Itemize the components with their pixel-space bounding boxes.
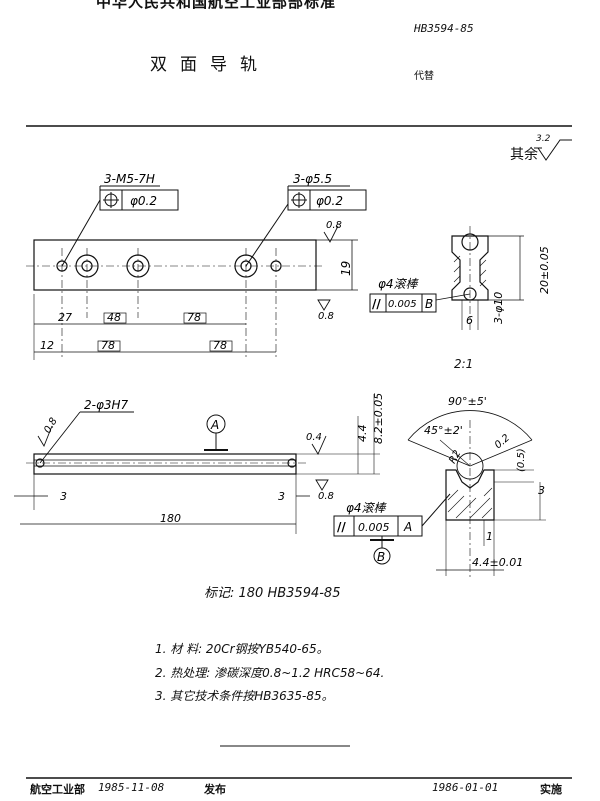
view2-height2: 8.2±0.05 [372,393,385,444]
callout-left-label: 3-M5-7H [104,172,155,186]
detail-dim-3: 3 [538,484,545,497]
view2-fcf [333,493,451,565]
callout-left [61,185,179,267]
roughness-value: 3.2 [536,134,551,144]
view1-rough-marks [317,225,339,311]
view1-plan [26,239,322,360]
view1-dim-boxes [97,312,233,352]
section-hole: 3-φ10 [492,292,505,324]
roughness-label: 其余 [510,147,538,163]
view2-rough-right2: 0.8 [318,491,334,502]
view1-dims [34,323,276,353]
section-depth: 6 [466,314,473,327]
callout-right-label: 3-φ5.5 [293,172,332,186]
detail-radius2: R2 [447,449,463,466]
detail-hatch [447,487,493,519]
section-view [435,226,524,330]
view1-height: 19 [339,261,353,276]
roughness-symbol [534,139,572,161]
section-fcf [369,293,437,313]
standard-code: HB3594-85 [414,22,474,35]
view2-dim-left: 3 [60,490,67,503]
marking-label: 标记: 180 HB3594-85 [204,586,341,601]
datum-b: B [377,550,385,564]
note-1: 1. 材 料: 20Cr钢按YB540-65。 [155,642,329,656]
callout-right [245,185,367,267]
note-2: 2. 热处理: 渗碳深度0.8~1.2 HRC58~64. [155,666,385,680]
detail-width: 4.4±0.01 [472,556,523,569]
page-title: 双面导轨 [150,55,270,75]
view2-dim-right: 3 [278,490,285,503]
section-rod-label: φ4滚棒 [378,277,420,291]
dim-12: 12 [40,339,54,352]
section-fcf-value: 0.005 [388,299,417,310]
footer-issue-date: 1985-11-08 [98,781,165,794]
view2-side [20,394,380,534]
view2-rough-left: 0.8 [42,416,59,435]
footer-effective: 实施 [540,783,562,796]
footer-issuer: 航空工业部 [30,783,85,796]
view2-length: 180 [160,512,181,525]
callout-left-tol: φ0.2 [130,194,157,208]
standard-org: 中华人民共和国航空工业部部标准 [96,0,337,11]
view2-rough-right1: 0.4 [306,432,322,443]
detail-gap: (0.5) [516,448,527,472]
note-3: 3. 其它技术条件按HB3635-85。 [155,689,334,703]
view2-leader-left [37,411,134,464]
view2-height1: 4.4 [356,425,369,443]
footer-effective-date: 1986-01-01 [432,781,499,794]
detail-radius: 0.2 [493,433,512,452]
scale-label: 2:1 [454,357,474,371]
dim-78a: 78 [187,311,201,324]
view1-rough-top: 0.8 [326,220,342,231]
datum-a: A [210,418,219,432]
detail-angle-top: 90°±5' [448,395,487,408]
detail-angle-side: 45°±2' [424,424,463,437]
dim-78b: 78 [101,339,115,352]
view2-fcf-datum: A [403,520,412,534]
dim-27: 27 [58,311,72,324]
callout-right-tol: φ0.2 [316,194,343,208]
section-height: 20±0.05 [538,246,551,294]
dim-78c: 78 [213,339,227,352]
replaces-label: 代替 [414,71,434,82]
section-hatch [453,255,487,287]
view2-hole-label: 2-φ3H7 [84,398,129,412]
view2-rod-label: φ4滚棒 [346,501,388,515]
view2-rough-right [311,435,329,491]
dim-48: 48 [107,311,121,324]
detail-view [407,410,546,580]
section-fcf-datum: B [425,297,433,311]
section-fcf-symbol: // [372,297,381,311]
footer-issued: 发布 [204,783,226,796]
detail-dim-1: 1 [486,530,493,543]
datum-a-symbol [204,414,228,451]
view2-fcf-symbol: // [337,520,346,534]
view1-rough-bottom: 0.8 [318,311,334,322]
view2-fcf-value: 0.005 [358,521,390,534]
view1-height-dim [316,239,358,291]
